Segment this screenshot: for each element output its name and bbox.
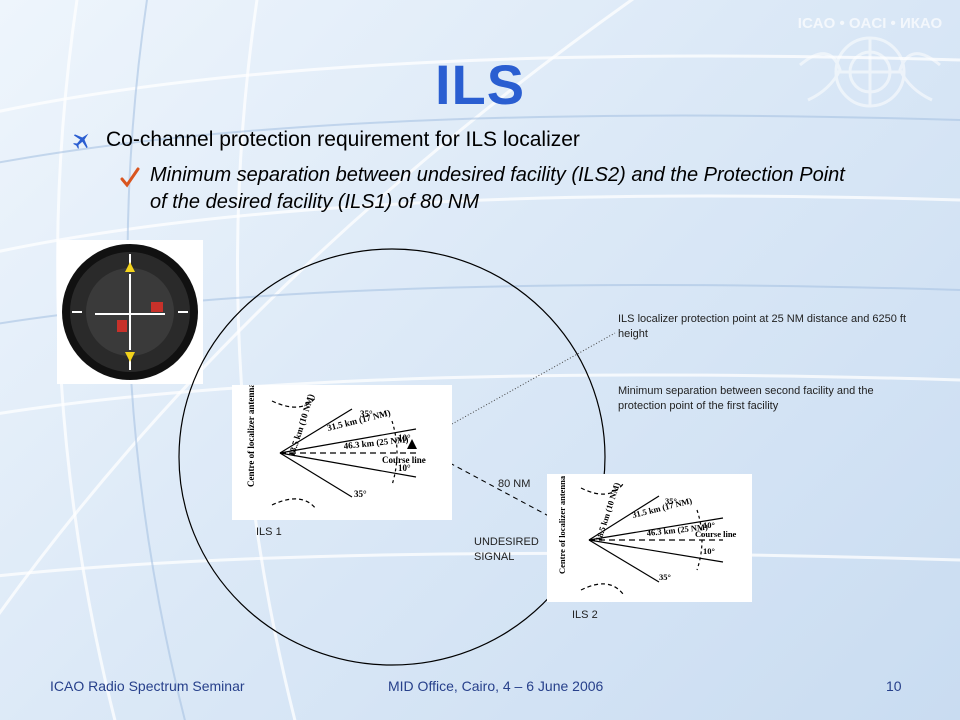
ils1-coverage-panel: Centre of localizer antenna system 18.5 … xyxy=(232,354,452,520)
main-bullet: Co-channel protection requirement for IL… xyxy=(72,128,580,152)
ils1-angle-inner-upper-label: 10° xyxy=(398,433,411,443)
ils1-angle-lower-label: 35° xyxy=(354,489,367,499)
distance-80nm-label: 80 NM xyxy=(498,478,531,490)
ils1-angle-inner-lower-label: 10° xyxy=(398,463,411,473)
svg-text:ICAO • OACI • ИКАО: ICAO • OACI • ИКАО xyxy=(798,15,943,32)
ils2-angle-lower-label: 35° xyxy=(659,572,671,582)
main-bullet-text: Co-channel protection requirement for IL… xyxy=(106,128,580,151)
ils2-angle-upper-label: 35° xyxy=(665,496,677,506)
ils1-distance-2-label: 31.5 km (17 NM) xyxy=(326,408,391,433)
footer-page-number: 10 xyxy=(886,678,902,694)
ils1-label: ILS 1 xyxy=(256,526,282,538)
min-separation-note: Minimum separation between second facili… xyxy=(618,385,874,412)
ils1-center-label: Centre of localizer antenna system xyxy=(246,385,256,487)
ils2-center-label: Centre of localizer antenna system xyxy=(557,474,567,574)
protection-point-note: ILS localizer protection point at 25 NM … xyxy=(618,313,907,340)
ils2-label: ILS 2 xyxy=(572,609,598,621)
ils2-angle-inner-lower-label: 10° xyxy=(703,546,715,556)
footer-location-date: MID Office, Cairo, 4 – 6 June 2006 xyxy=(388,678,604,694)
ils2-course-line-label: Course line xyxy=(695,529,737,539)
footer-seminar: ICAO Radio Spectrum Seminar xyxy=(50,678,245,694)
ils2-angle-inner-upper-label: 10° xyxy=(703,520,715,530)
undesired-signal-label: UNDESIRED SIGNAL xyxy=(474,536,539,563)
ils2-coverage-panel: Centre of localizer antenna system 18.5 … xyxy=(547,449,752,602)
ils1-course-line-label: Course line xyxy=(382,455,426,465)
airplane-bullet-icon xyxy=(73,133,89,149)
sub-bullet: Minimum separation between undesired fac… xyxy=(120,162,850,216)
ils2-distance-2-label: 31.5 km (17 NM) xyxy=(631,495,693,520)
ils2-distance-1-label: 18.5 km (10 NM) xyxy=(593,481,622,543)
sub-bullet-text: Minimum separation between undesired fac… xyxy=(150,164,845,213)
slide-title: ILS xyxy=(434,53,526,116)
protection-circle xyxy=(178,248,606,666)
ils1-angle-upper-label: 35° xyxy=(360,409,373,419)
icao-emblem-logo: ICAO • OACI • ИКАО xyxy=(798,15,943,108)
ils-indicator-instrument-image xyxy=(57,240,203,384)
checkmark-bullet-icon xyxy=(120,167,140,188)
